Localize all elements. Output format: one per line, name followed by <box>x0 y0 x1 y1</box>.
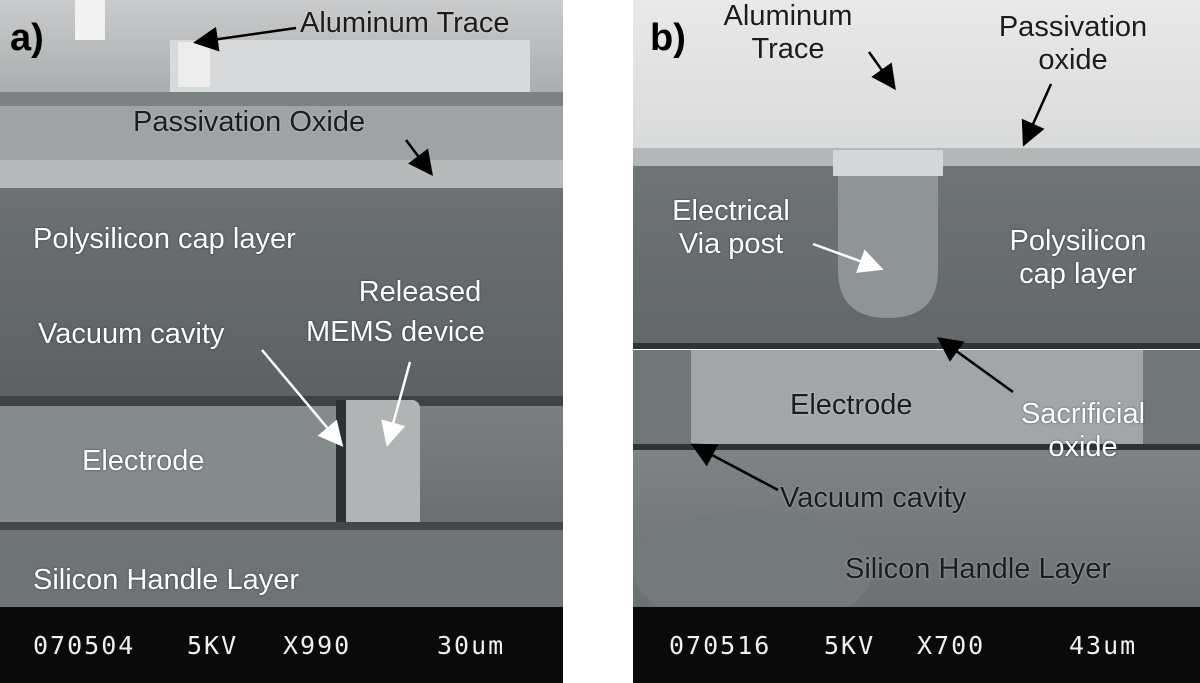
databar-scale-b: 43um <box>1069 631 1138 660</box>
label-polysilicon-b-line2: cap layer <box>1019 258 1137 290</box>
label-electrode-b: Electrode <box>790 389 913 421</box>
panel-a-letter: a) <box>10 17 44 59</box>
label-passivation-b: Passivation oxide <box>978 11 1168 77</box>
label-sacrificial-oxide-line1: Sacrificial <box>1020 398 1146 430</box>
label-vacuum-cavity: Vacuum cavity <box>38 318 225 350</box>
label-silicon-handle: Silicon Handle Layer <box>33 564 299 596</box>
label-aluminum-trace-b: Aluminum Trace <box>718 0 858 66</box>
label-aluminum-trace-b-line2: Trace <box>751 33 825 65</box>
label-passivation-b-line2: oxide <box>1038 44 1108 76</box>
sem-databar-b: 070516 5KV X700 43um <box>633 607 1200 683</box>
label-released-mems: Released <box>340 276 500 309</box>
label-sacrificial-oxide-line2: oxide <box>1048 431 1118 463</box>
label-electrical-via-line2: Via post <box>678 228 784 260</box>
label-silicon-handle-b: Silicon Handle Layer <box>845 553 1111 585</box>
sem-panel-b: b) Aluminum Trace Passivation oxide Elec… <box>633 0 1200 683</box>
databar-id-a: 070504 <box>33 631 136 660</box>
label-polysilicon-b: Polysilicon cap layer <box>983 225 1173 291</box>
label-electrical-via-line1: Electrical <box>672 195 790 227</box>
label-electrode: Electrode <box>82 445 205 477</box>
label-vacuum-cavity-b: Vacuum cavity <box>780 482 967 514</box>
databar-scale-a: 30um <box>437 631 506 660</box>
databar-voltage-a: 5KV <box>187 631 239 660</box>
sem-panel-a: a) Aluminum Trace Passivation Oxide Poly… <box>0 0 563 683</box>
label-polysilicon-b-line1: Polysilicon <box>1009 225 1147 257</box>
sem-databar-a: 070504 5KV X990 30um <box>0 607 563 683</box>
label-electrical-via: Electrical Via post <box>651 195 811 261</box>
databar-magnification-a: X990 <box>283 631 352 660</box>
databar-voltage-b: 5KV <box>824 631 876 660</box>
label-aluminum-trace-b-line1: Aluminum <box>723 0 853 32</box>
label-aluminum-trace: Aluminum Trace <box>300 7 510 39</box>
label-passivation-oxide: Passivation Oxide <box>133 106 366 138</box>
label-polysilicon-cap: Polysilicon cap layer <box>33 223 296 255</box>
panel-b-letter: b) <box>650 17 686 59</box>
label-passivation-b-line1: Passivation <box>998 11 1148 43</box>
label-released-mems-line2: MEMS device <box>306 316 485 348</box>
databar-magnification-b: X700 <box>917 631 986 660</box>
label-sacrificial-oxide: Sacrificial oxide <box>993 398 1173 464</box>
label-released-mems-line1: Released <box>358 276 482 308</box>
databar-id-b: 070516 <box>669 631 772 660</box>
